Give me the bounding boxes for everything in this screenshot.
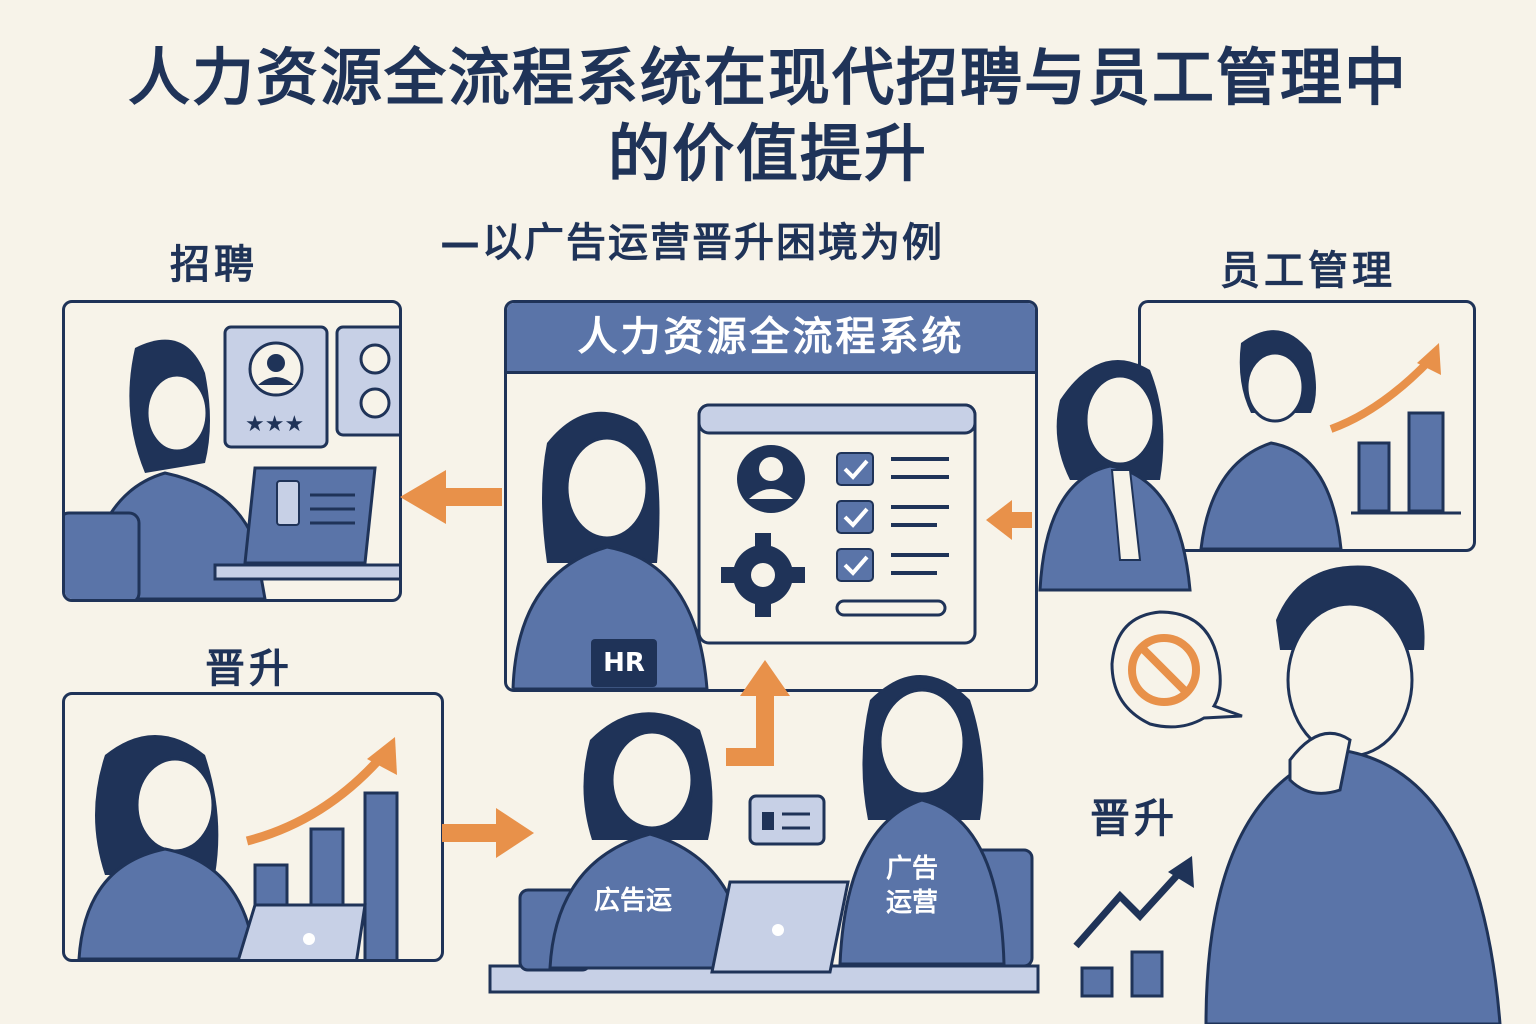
no-sign-icon [1110,610,1243,729]
laptop-icon [237,903,367,959]
gear-icon [721,533,805,617]
section-label-promotion-right: 晋升 [1090,796,1178,842]
section-label-employee-management: 员工管理 [1220,248,1396,294]
trend-arrow-icon [1073,856,1194,949]
shirt-text-right: 广告 运营 [862,852,962,920]
title-line-2: 的价值提升 [607,117,928,190]
arrow-system-to-recruit [400,470,502,524]
arrow-promotion-to-team [442,808,534,858]
recruit-panel: ★★★ [62,300,402,602]
hr-system-illustration [511,403,977,689]
promotion-illustration [77,735,399,959]
checkbox-icon [836,452,874,582]
star-rating-icon: ★★★ [245,412,304,437]
laptop-icon [710,880,850,974]
shirt-text-left: 広告运 [593,886,672,916]
section-label-promotion-left: 晋升 [205,646,293,692]
person-card-icon [737,445,805,513]
hr-system-panel: 人力资源全流程系统 [504,300,1038,692]
person-card-icon [223,325,329,449]
employee-management-panel [1138,300,1476,552]
page-title: 人力资源全流程系统在现代招聘与员工管理中 的价值提升 [0,40,1536,192]
laptop-icon [243,466,377,565]
hr-badge: HR [591,639,657,687]
shirt-text-right-line-2: 运营 [885,888,938,918]
bar-chart-icon [1080,950,1164,998]
title-line-1: 人力资源全流程系统在现代招聘与员工管理中 [127,41,1408,114]
shirt-text-right-line-1: 广告 [885,854,938,884]
employee-management-illustration [1199,330,1461,549]
hr-system-title: 人力资源全流程系统 [507,303,1035,374]
id-card-icon [748,794,826,846]
bar-chart-icon [1351,411,1461,515]
section-label-recruit: 招聘 [170,242,258,288]
trend-arrow-icon [1329,343,1441,433]
promotion-panel [62,692,444,962]
subtitle: —以广告运营晋升困境为例 [440,220,944,266]
trend-arrow-icon [245,737,397,846]
svg-text:★★★: ★★★ [245,412,304,437]
recruit-illustration: ★★★ [65,325,399,599]
